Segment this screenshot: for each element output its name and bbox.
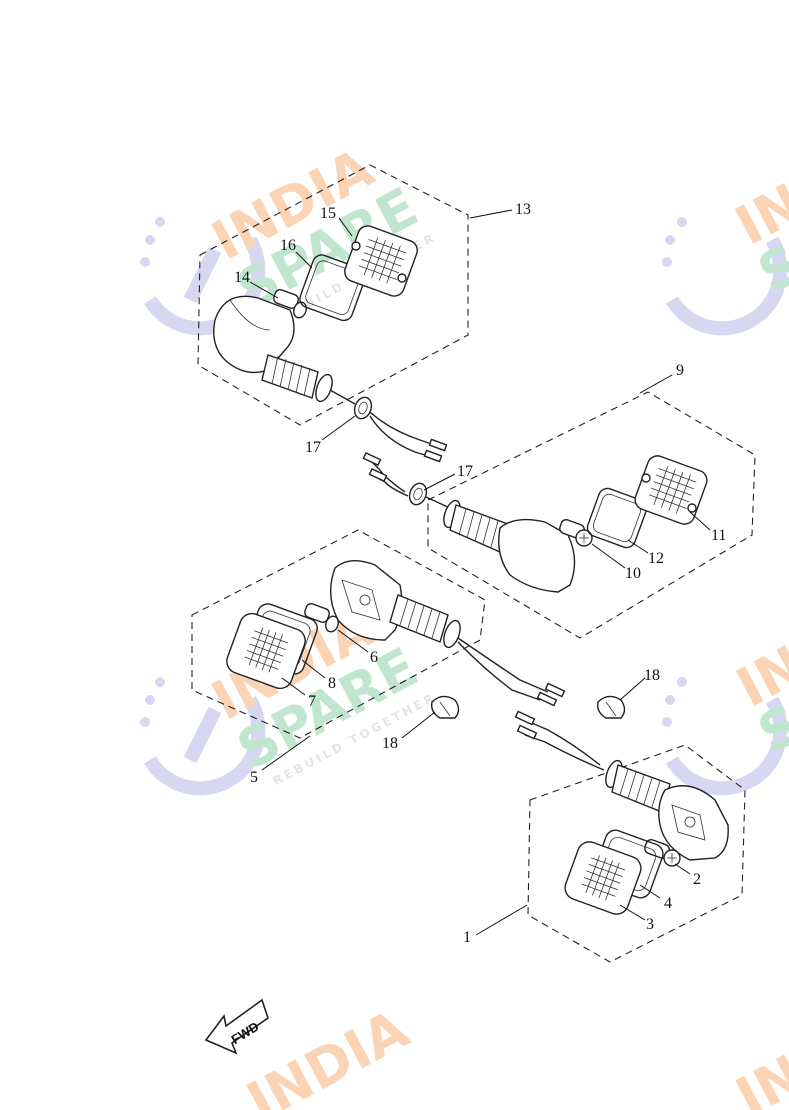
assembly-outline-9 (427, 391, 756, 639)
signal-stem (389, 594, 461, 649)
turn-signal-assembly-1 (514, 710, 729, 915)
gasket-12 (586, 487, 648, 549)
callout-6: 6 (370, 649, 378, 666)
callout-16: 16 (280, 237, 296, 254)
assembly-outline-5 (191, 529, 486, 739)
callout-11: 11 (711, 527, 726, 544)
signal-wires (369, 411, 448, 463)
watermark-upper-right: INDIA SPARE (662, 121, 789, 336)
bulb-6 (304, 603, 339, 633)
grommet-17-middle (408, 482, 428, 506)
fwd-arrow-icon (204, 998, 269, 1055)
callout-8: 8 (328, 675, 336, 692)
lens-7 (226, 612, 306, 690)
callout-17-upper: 17 (305, 439, 321, 456)
clip-18-right (596, 695, 626, 719)
watermark-logo-icon (662, 217, 788, 336)
turn-signal-assembly-9 (362, 451, 708, 593)
bulb-10 (559, 519, 593, 547)
signal-stem (261, 354, 356, 405)
callout-18-left: 18 (382, 735, 398, 752)
signal-body (498, 518, 576, 593)
callout-13: 13 (515, 201, 531, 218)
callout-10: 10 (625, 565, 641, 582)
grommet-17-upper (353, 396, 373, 420)
signal-housing (658, 785, 729, 861)
forward-direction-arrow: FWD (204, 998, 269, 1055)
watermark-middle-right: INDIA SPARE (662, 583, 789, 796)
callout-12: 12 (648, 550, 664, 567)
callout-14: 14 (234, 269, 250, 286)
callout-labels: 13 15 16 14 17 9 17 11 12 10 6 8 7 5 18 … (234, 201, 726, 946)
watermark-logo-icon (662, 677, 788, 796)
watermark-india-text: INDIA (726, 993, 789, 1110)
lens-3 (564, 841, 642, 915)
callout-7: 7 (308, 693, 316, 710)
callout-9: 9 (676, 362, 684, 379)
callout-15: 15 (320, 205, 336, 222)
callout-3: 3 (646, 916, 654, 933)
signal-wires (457, 637, 566, 707)
gasket-16 (299, 254, 367, 322)
callout-2: 2 (693, 871, 701, 888)
signal-body (213, 295, 295, 374)
signal-stem (443, 499, 509, 553)
callout-1: 1 (463, 929, 471, 946)
leader-lines (249, 209, 711, 936)
callout-5: 5 (250, 769, 258, 786)
watermark-bottom: INDIA INDIA (237, 993, 789, 1110)
lens-11 (634, 455, 708, 525)
lens-15 (344, 225, 418, 297)
clip-18-left (430, 695, 460, 719)
signal-wires (362, 451, 409, 497)
turn-signal-assembly-13 (213, 225, 448, 463)
callout-4: 4 (664, 895, 672, 912)
callout-18-right: 18 (644, 667, 660, 684)
watermark-logo-icon (140, 677, 266, 796)
signal-housing (330, 560, 403, 641)
assembly-outline-13 (197, 164, 469, 426)
turn-signal-assembly-5 (226, 560, 566, 707)
signal-wires (514, 710, 605, 771)
callout-17-middle: 17 (457, 463, 473, 480)
